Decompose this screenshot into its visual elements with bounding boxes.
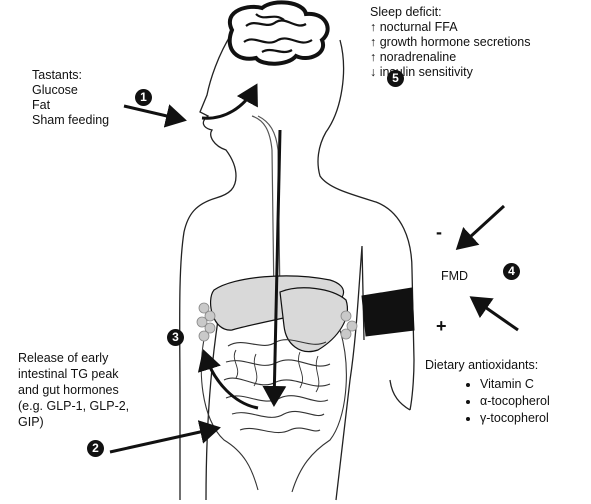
- marker-5: 5: [387, 70, 404, 87]
- antioxidants-list: Vitamin C α-tocopherol γ-tocopherol: [466, 376, 550, 427]
- sleep-item-text: growth hormone secretions: [380, 35, 531, 49]
- arrow-plus: [472, 298, 518, 330]
- arrow-mouth-to-brain: [202, 86, 256, 118]
- release-line: (e.g. GLP-1, GLP-2,: [18, 398, 129, 414]
- marker-2: 2: [87, 440, 104, 457]
- release-line: intestinal TG peak: [18, 366, 129, 382]
- tastant-item: Glucose: [32, 83, 109, 98]
- fmd-label: FMD: [441, 269, 468, 284]
- plus-sign: +: [436, 316, 447, 337]
- antioxidant-item: α-tocopherol: [480, 393, 550, 410]
- sleep-item-text: nocturnal FFA: [380, 20, 458, 34]
- minus-sign: -: [436, 222, 442, 243]
- sleep-deficit-block: Sleep deficit: ↑ nocturnal FFA ↑ growth …: [370, 5, 531, 80]
- sleep-item: ↑ nocturnal FFA: [370, 20, 531, 35]
- tastant-item: Sham feeding: [32, 113, 109, 128]
- tastants-block: Tastants: Glucose Fat Sham feeding: [32, 68, 109, 128]
- release-line: Release of early: [18, 350, 129, 366]
- sleep-item-text: noradrenaline: [380, 50, 456, 64]
- up-arrow-icon: ↑: [370, 35, 376, 49]
- release-block: Release of early intestinal TG peak and …: [18, 350, 129, 430]
- arrow-release: [110, 428, 218, 452]
- marker-3: 3: [167, 329, 184, 346]
- release-line: GIP): [18, 414, 129, 430]
- antioxidant-item: γ-tocopherol: [480, 410, 550, 427]
- marker-4: 4: [503, 263, 520, 280]
- arrow-tastants: [124, 106, 184, 120]
- release-line: and gut hormones: [18, 382, 129, 398]
- esophagus: [252, 116, 274, 300]
- antioxidant-item: Vitamin C: [480, 376, 550, 393]
- tastants-title: Tastants:: [32, 68, 109, 83]
- tastant-item: Fat: [32, 98, 109, 113]
- sleep-item: ↑ growth hormone secretions: [370, 35, 531, 50]
- up-arrow-icon: ↑: [370, 50, 376, 64]
- marker-1: 1: [135, 89, 152, 106]
- sleep-item: ↑ noradrenaline: [370, 50, 531, 65]
- sleep-title: Sleep deficit:: [370, 5, 531, 20]
- up-arrow-icon: ↑: [370, 20, 376, 34]
- antioxidants-title: Dietary antioxidants:: [425, 358, 538, 373]
- down-arrow-icon: ↓: [370, 65, 376, 79]
- arrow-minus: [458, 206, 504, 248]
- bp-cuff: [362, 288, 414, 336]
- brain: [230, 2, 328, 63]
